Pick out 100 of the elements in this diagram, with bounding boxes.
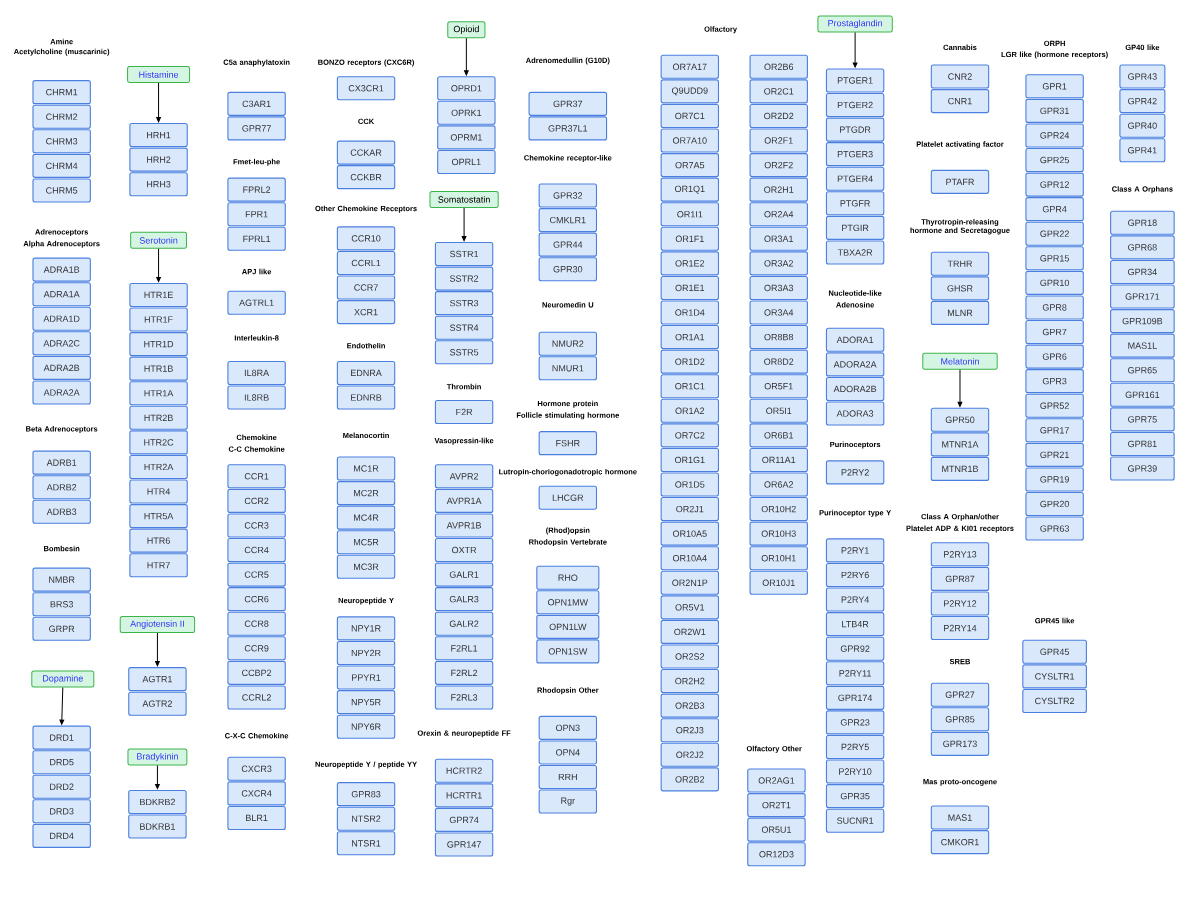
gene-box: CHRM3 bbox=[32, 129, 91, 154]
gene-box: OR3A2 bbox=[749, 251, 808, 276]
gene-box: GPR87 bbox=[930, 566, 990, 591]
gene-box: GPR171 bbox=[1110, 284, 1175, 309]
gene-box: GPR75 bbox=[1110, 407, 1175, 432]
gene-box: CHRM2 bbox=[32, 104, 91, 129]
gene-box: HRH3 bbox=[129, 172, 188, 197]
gene-box: GPR45 bbox=[1022, 639, 1087, 664]
gene-box: HTR1B bbox=[129, 356, 188, 381]
gene-box: OXTR bbox=[434, 537, 494, 563]
gene-box: C3AR1 bbox=[227, 91, 286, 116]
gene-box: GPR7 bbox=[1025, 319, 1084, 345]
gene-box: GPR21 bbox=[1025, 442, 1084, 467]
gene-box: NPY6R bbox=[336, 714, 396, 739]
gene-box: GPR3 bbox=[1025, 369, 1084, 394]
gene-box: SSTR1 bbox=[434, 241, 494, 267]
gene-box: SUCNR1 bbox=[825, 808, 885, 833]
gene-box: DRD5 bbox=[32, 750, 91, 775]
gene-box: CMKOR1 bbox=[930, 830, 990, 855]
gene-box: PTGFR bbox=[825, 191, 885, 216]
category-box: Melatonin bbox=[922, 352, 998, 370]
gene-box: GALR1 bbox=[434, 562, 494, 587]
gene-box: OR5V1 bbox=[660, 595, 720, 620]
gene-box: OR1Q1 bbox=[660, 177, 720, 202]
gene-box: CYSLTR1 bbox=[1022, 664, 1087, 689]
gene-box: TRHR bbox=[930, 251, 990, 276]
gene-box: GPR42 bbox=[1119, 89, 1166, 114]
gene-box: OPN3 bbox=[538, 715, 598, 740]
gene-box: GPR20 bbox=[1025, 491, 1084, 517]
gene-box: CCR4 bbox=[227, 537, 286, 563]
gene-box: F2R bbox=[434, 399, 494, 424]
gene-box: GPR39 bbox=[1110, 456, 1175, 481]
gene-box: MTNR1B bbox=[930, 456, 990, 481]
gene-box: CHRM1 bbox=[32, 80, 91, 105]
gene-box: GPR12 bbox=[1025, 172, 1084, 197]
gene-box: PTGIR bbox=[825, 215, 885, 240]
gene-box: GPR40 bbox=[1119, 113, 1166, 138]
gene-box: PTGER3 bbox=[825, 142, 885, 167]
gene-box: Q9UDD9 bbox=[660, 79, 720, 104]
gene-box: NPY5R bbox=[336, 690, 396, 715]
gene-box: PTGER2 bbox=[825, 92, 885, 118]
gene-box: MLNR bbox=[930, 300, 990, 325]
gene-box: OR3A4 bbox=[749, 300, 808, 325]
gene-box: GRPR bbox=[32, 616, 91, 641]
category-box: Serotonin bbox=[130, 231, 187, 249]
gene-box: GPR8 bbox=[1025, 295, 1084, 320]
gene-box: OR8B8 bbox=[749, 325, 808, 350]
gene-box: PTGER1 bbox=[825, 68, 885, 93]
gene-box: GPR74 bbox=[434, 807, 494, 832]
gene-box: OPRM1 bbox=[437, 125, 496, 150]
gene-box: GPR30 bbox=[538, 257, 598, 282]
gene-box: OR2H2 bbox=[660, 669, 720, 694]
gene-box: EDNRA bbox=[336, 360, 396, 385]
gene-box: GPR25 bbox=[1025, 147, 1084, 173]
gene-box: OPRK1 bbox=[437, 100, 496, 125]
gene-box: AVPR2 bbox=[434, 464, 494, 489]
gene-box: GPR32 bbox=[538, 183, 598, 208]
gene-box: GPR22 bbox=[1025, 221, 1084, 246]
gene-box: TBXA2R bbox=[825, 240, 885, 265]
gene-box: MC1R bbox=[336, 456, 396, 481]
gene-box: DRD4 bbox=[32, 823, 91, 848]
gene-box: OPRL1 bbox=[437, 149, 496, 174]
gene-box: PTGER4 bbox=[825, 166, 885, 191]
category-box: Opioid bbox=[447, 21, 486, 39]
gene-box: OR1D5 bbox=[660, 472, 720, 497]
gene-box: OR7C1 bbox=[660, 103, 720, 128]
gene-box: HTR1D bbox=[129, 332, 188, 357]
gene-box: OR7A17 bbox=[660, 54, 720, 79]
gene-box: AGTR1 bbox=[128, 667, 187, 692]
gene-box: OR10H3 bbox=[749, 521, 808, 546]
gene-box: F2RL1 bbox=[434, 636, 494, 661]
gene-box: OR1I1 bbox=[660, 202, 720, 227]
gene-box: RRH bbox=[538, 764, 598, 790]
gene-box: MAS1 bbox=[930, 805, 990, 830]
gene-box: GPR81 bbox=[1110, 431, 1175, 456]
gene-box: OR2AG1 bbox=[747, 768, 806, 793]
gene-box: OR2B3 bbox=[660, 693, 720, 718]
gene-box: CCRL1 bbox=[336, 250, 396, 276]
category-box: Bradykinin bbox=[127, 748, 188, 766]
gene-box: FSHR bbox=[538, 431, 598, 456]
gene-box: DRD2 bbox=[32, 774, 91, 799]
gene-box: NMBR bbox=[32, 567, 91, 592]
gene-box: OR1A2 bbox=[660, 398, 720, 423]
gene-box: OR12D3 bbox=[747, 842, 806, 867]
arrow bbox=[155, 632, 160, 667]
gene-box: FPR1 bbox=[227, 202, 286, 227]
gene-box: HTR1A bbox=[129, 381, 188, 406]
gene-box: GPR77 bbox=[227, 116, 286, 141]
gene-box: CNR2 bbox=[930, 64, 990, 89]
gene-box: GPR65 bbox=[1110, 358, 1175, 383]
gene-box: OR2C1 bbox=[749, 79, 808, 104]
gene-box: SSTR5 bbox=[434, 340, 494, 365]
arrow bbox=[464, 37, 469, 76]
gene-box: OR2B6 bbox=[749, 54, 808, 79]
gene-box: OR1E2 bbox=[660, 251, 720, 276]
gene-box: GPR35 bbox=[825, 784, 885, 809]
gene-box: BDKRB2 bbox=[128, 789, 187, 814]
gene-box: ADORA2B bbox=[825, 376, 885, 401]
gene-box: IL8RA bbox=[227, 360, 286, 385]
gene-box: MC4R bbox=[336, 505, 396, 530]
